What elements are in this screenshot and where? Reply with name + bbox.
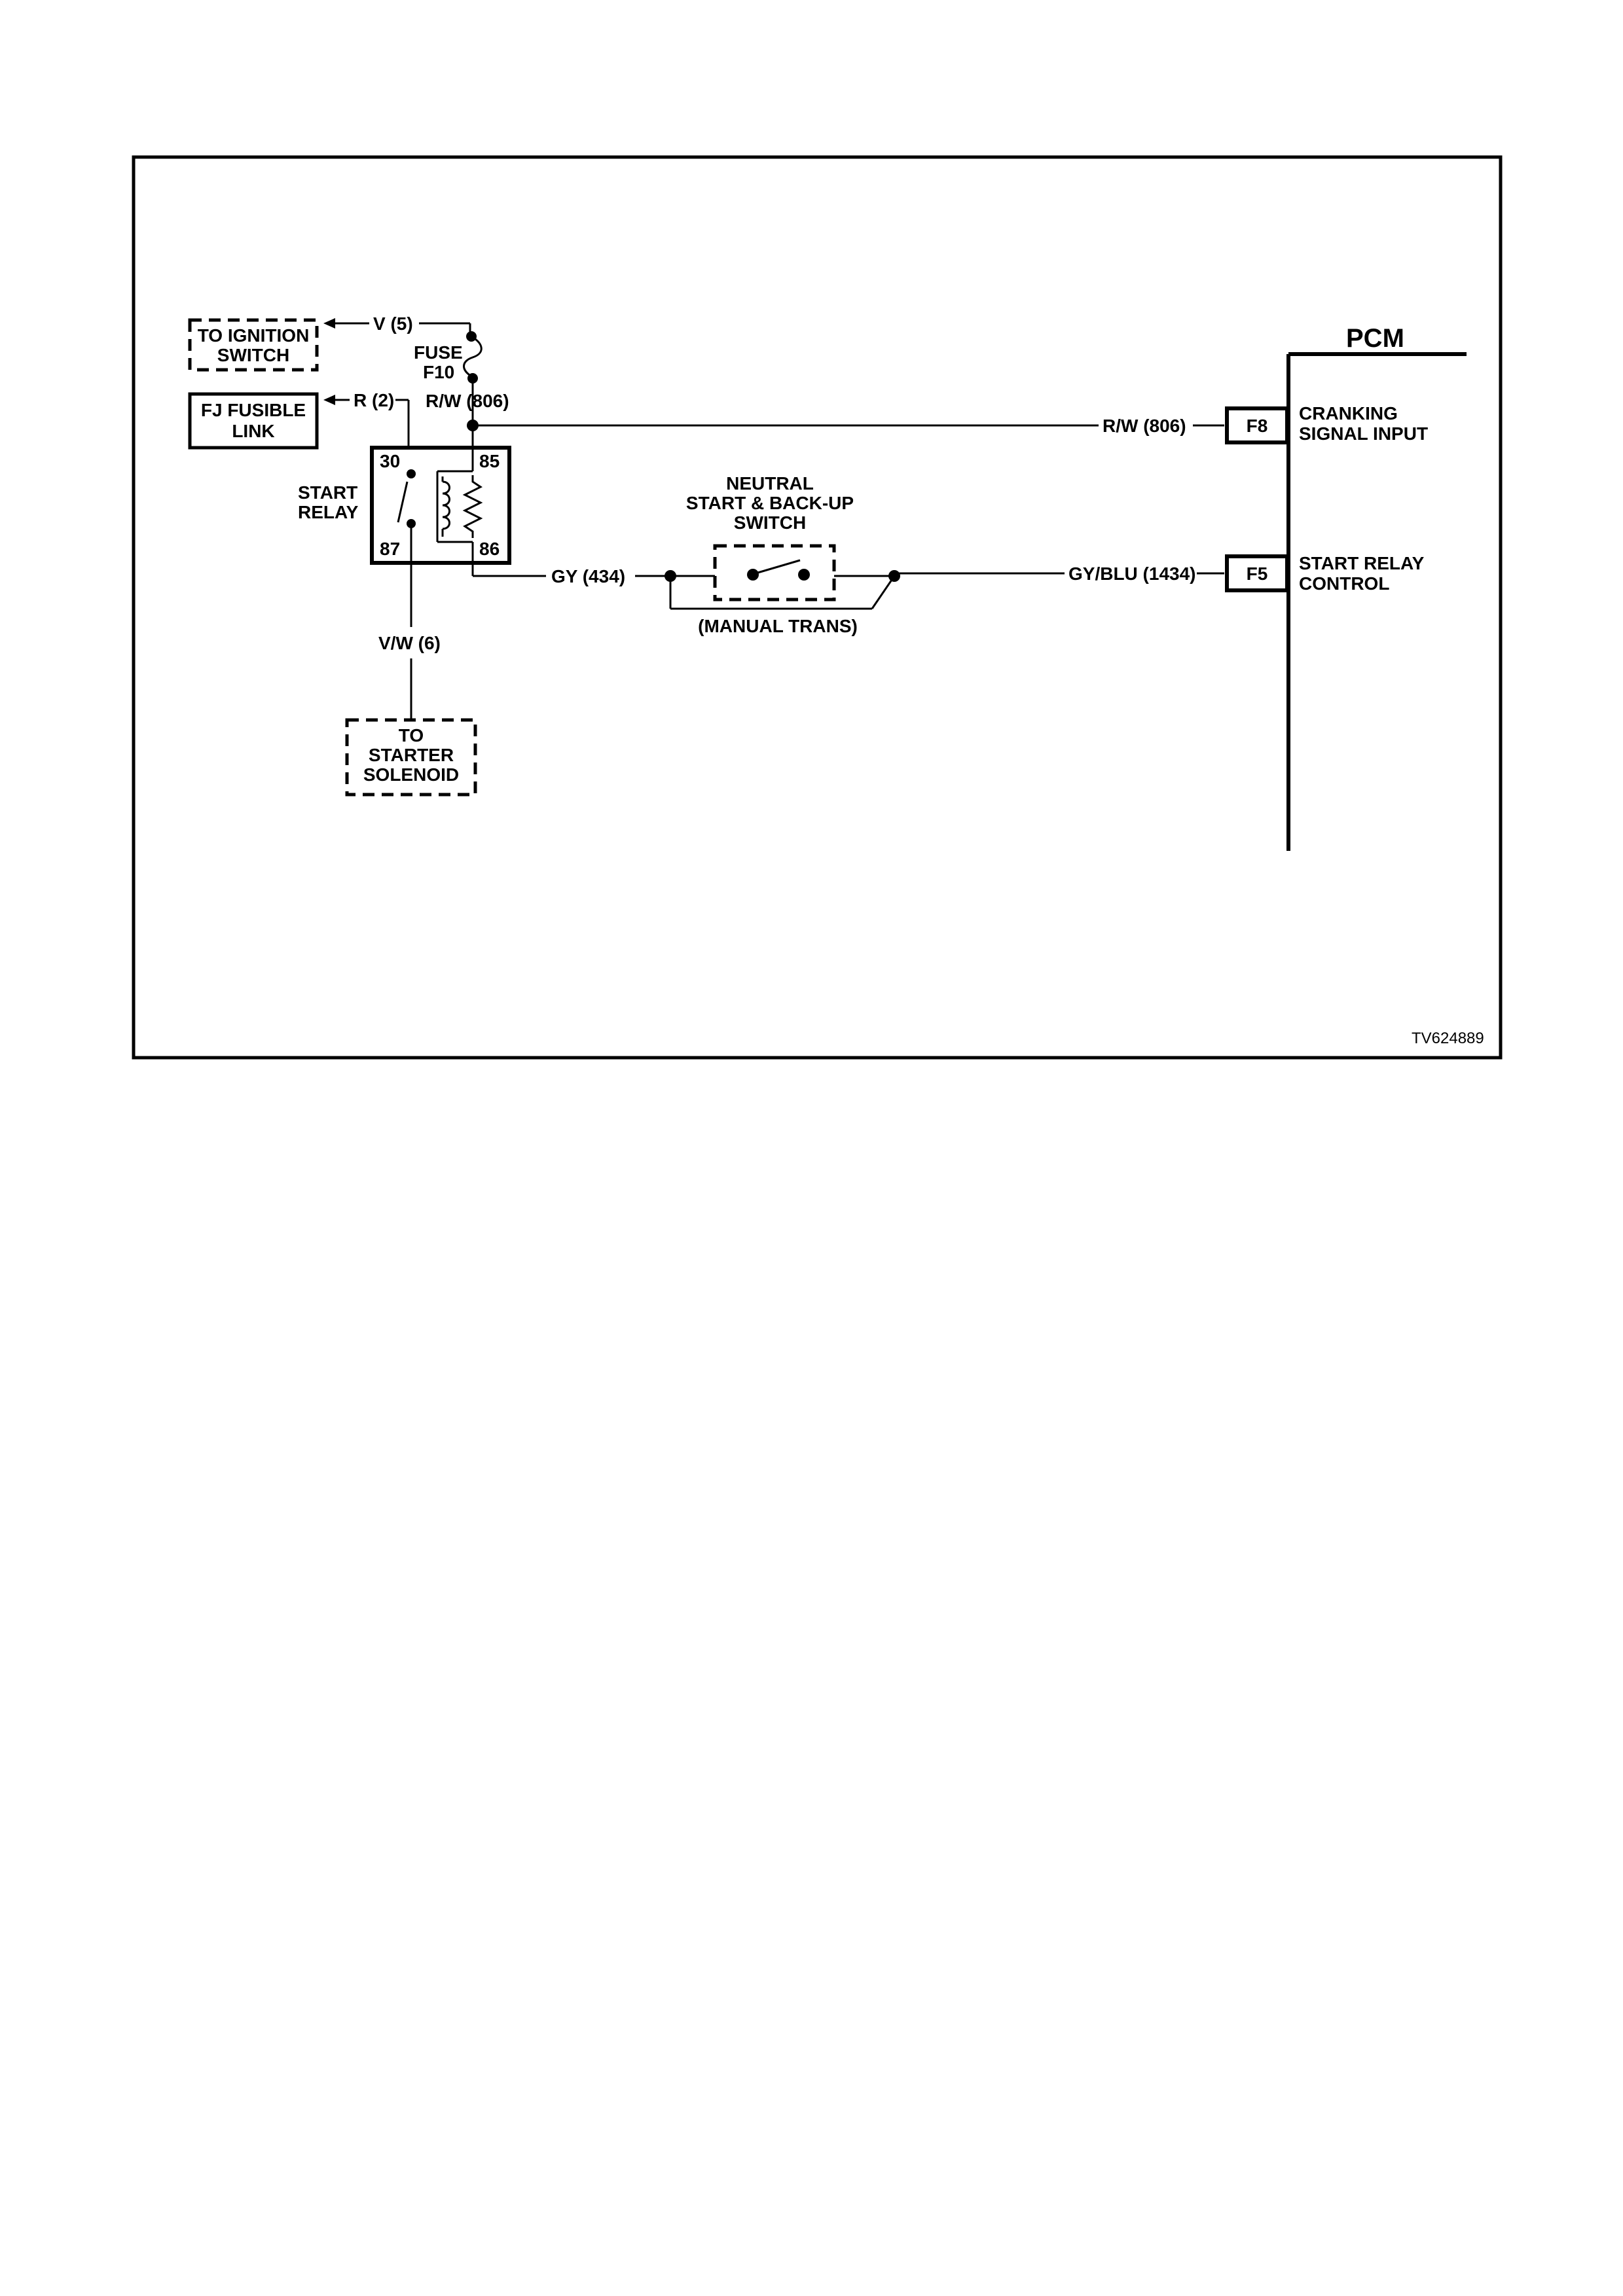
- relay-pin-87: 87: [380, 539, 400, 559]
- wire-vw6: V/W (6): [378, 563, 441, 720]
- fuse-f10: FUSE F10: [414, 331, 481, 384]
- fusible-box-line1: FJ FUSIBLE: [201, 400, 306, 420]
- wire-rw806-right-label: R/W (806): [1103, 416, 1186, 436]
- arrow-left-icon: [323, 318, 335, 329]
- wire-gyblu1434: GY/BLU (1434): [894, 564, 1224, 584]
- relay-label-line1: START: [298, 482, 357, 503]
- fusible-box-line2: LINK: [232, 421, 274, 441]
- fuse-label-line2: F10: [423, 362, 454, 382]
- ignition-box-line1: TO IGNITION: [198, 325, 310, 346]
- fusible-link-box: FJ FUSIBLE LINK: [190, 394, 317, 448]
- starter-box-line2: STARTER: [369, 745, 454, 765]
- f8-desc-line2: SIGNAL INPUT: [1299, 423, 1428, 444]
- start-relay: 30 85 87 86 START RELAY: [298, 425, 509, 576]
- manual-trans-label: (MANUAL TRANS): [698, 616, 858, 636]
- wire-v5: V (5): [323, 314, 470, 336]
- f5-desc-line1: START RELAY: [1299, 553, 1425, 573]
- pin-f8: F8: [1247, 416, 1268, 436]
- wire-gyblu1434-label: GY/BLU (1434): [1068, 564, 1196, 584]
- relay-pin-30: 30: [380, 451, 400, 471]
- wire-rw806-to-f8: R/W (806): [473, 416, 1224, 436]
- switch-label-line2: START & BACK-UP: [686, 493, 854, 513]
- wire-v5-label: V (5): [373, 314, 413, 334]
- wire-gy434-label: GY (434): [551, 566, 625, 586]
- f5-desc-line2: CONTROL: [1299, 573, 1389, 594]
- ignition-switch-box: TO IGNITION SWITCH: [190, 320, 317, 370]
- fuse-label-line1: FUSE: [414, 342, 463, 363]
- switch-label-line3: SWITCH: [734, 512, 806, 533]
- relay-pin-86: 86: [479, 539, 500, 559]
- starter-box-line1: TO: [399, 725, 424, 745]
- starter-box-line3: SOLENOID: [363, 764, 459, 785]
- wire-vw6-label: V/W (6): [378, 633, 441, 653]
- pcm-title: PCM: [1346, 324, 1404, 353]
- ignition-box-line2: SWITCH: [217, 345, 289, 365]
- f8-desc-line1: CRANKING: [1299, 403, 1398, 423]
- pcm-module: PCM F8 CRANKING SIGNAL INPUT F5 START RE…: [1227, 324, 1467, 851]
- relay-pin-85: 85: [479, 451, 500, 471]
- switch-label-line1: NEUTRAL: [726, 473, 814, 493]
- relay-label-line2: RELAY: [298, 502, 359, 522]
- diagram-frame: [134, 157, 1501, 1058]
- neutral-start-switch: NEUTRAL START & BACK-UP SWITCH: [686, 473, 854, 600]
- wire-r2-label: R (2): [354, 390, 394, 410]
- reference-code: TV624889: [1412, 1030, 1484, 1047]
- starter-solenoid-box: TO STARTER SOLENOID: [347, 720, 475, 795]
- pin-f5: F5: [1247, 564, 1268, 584]
- wire-rw806-top-label: R/W (806): [426, 391, 509, 411]
